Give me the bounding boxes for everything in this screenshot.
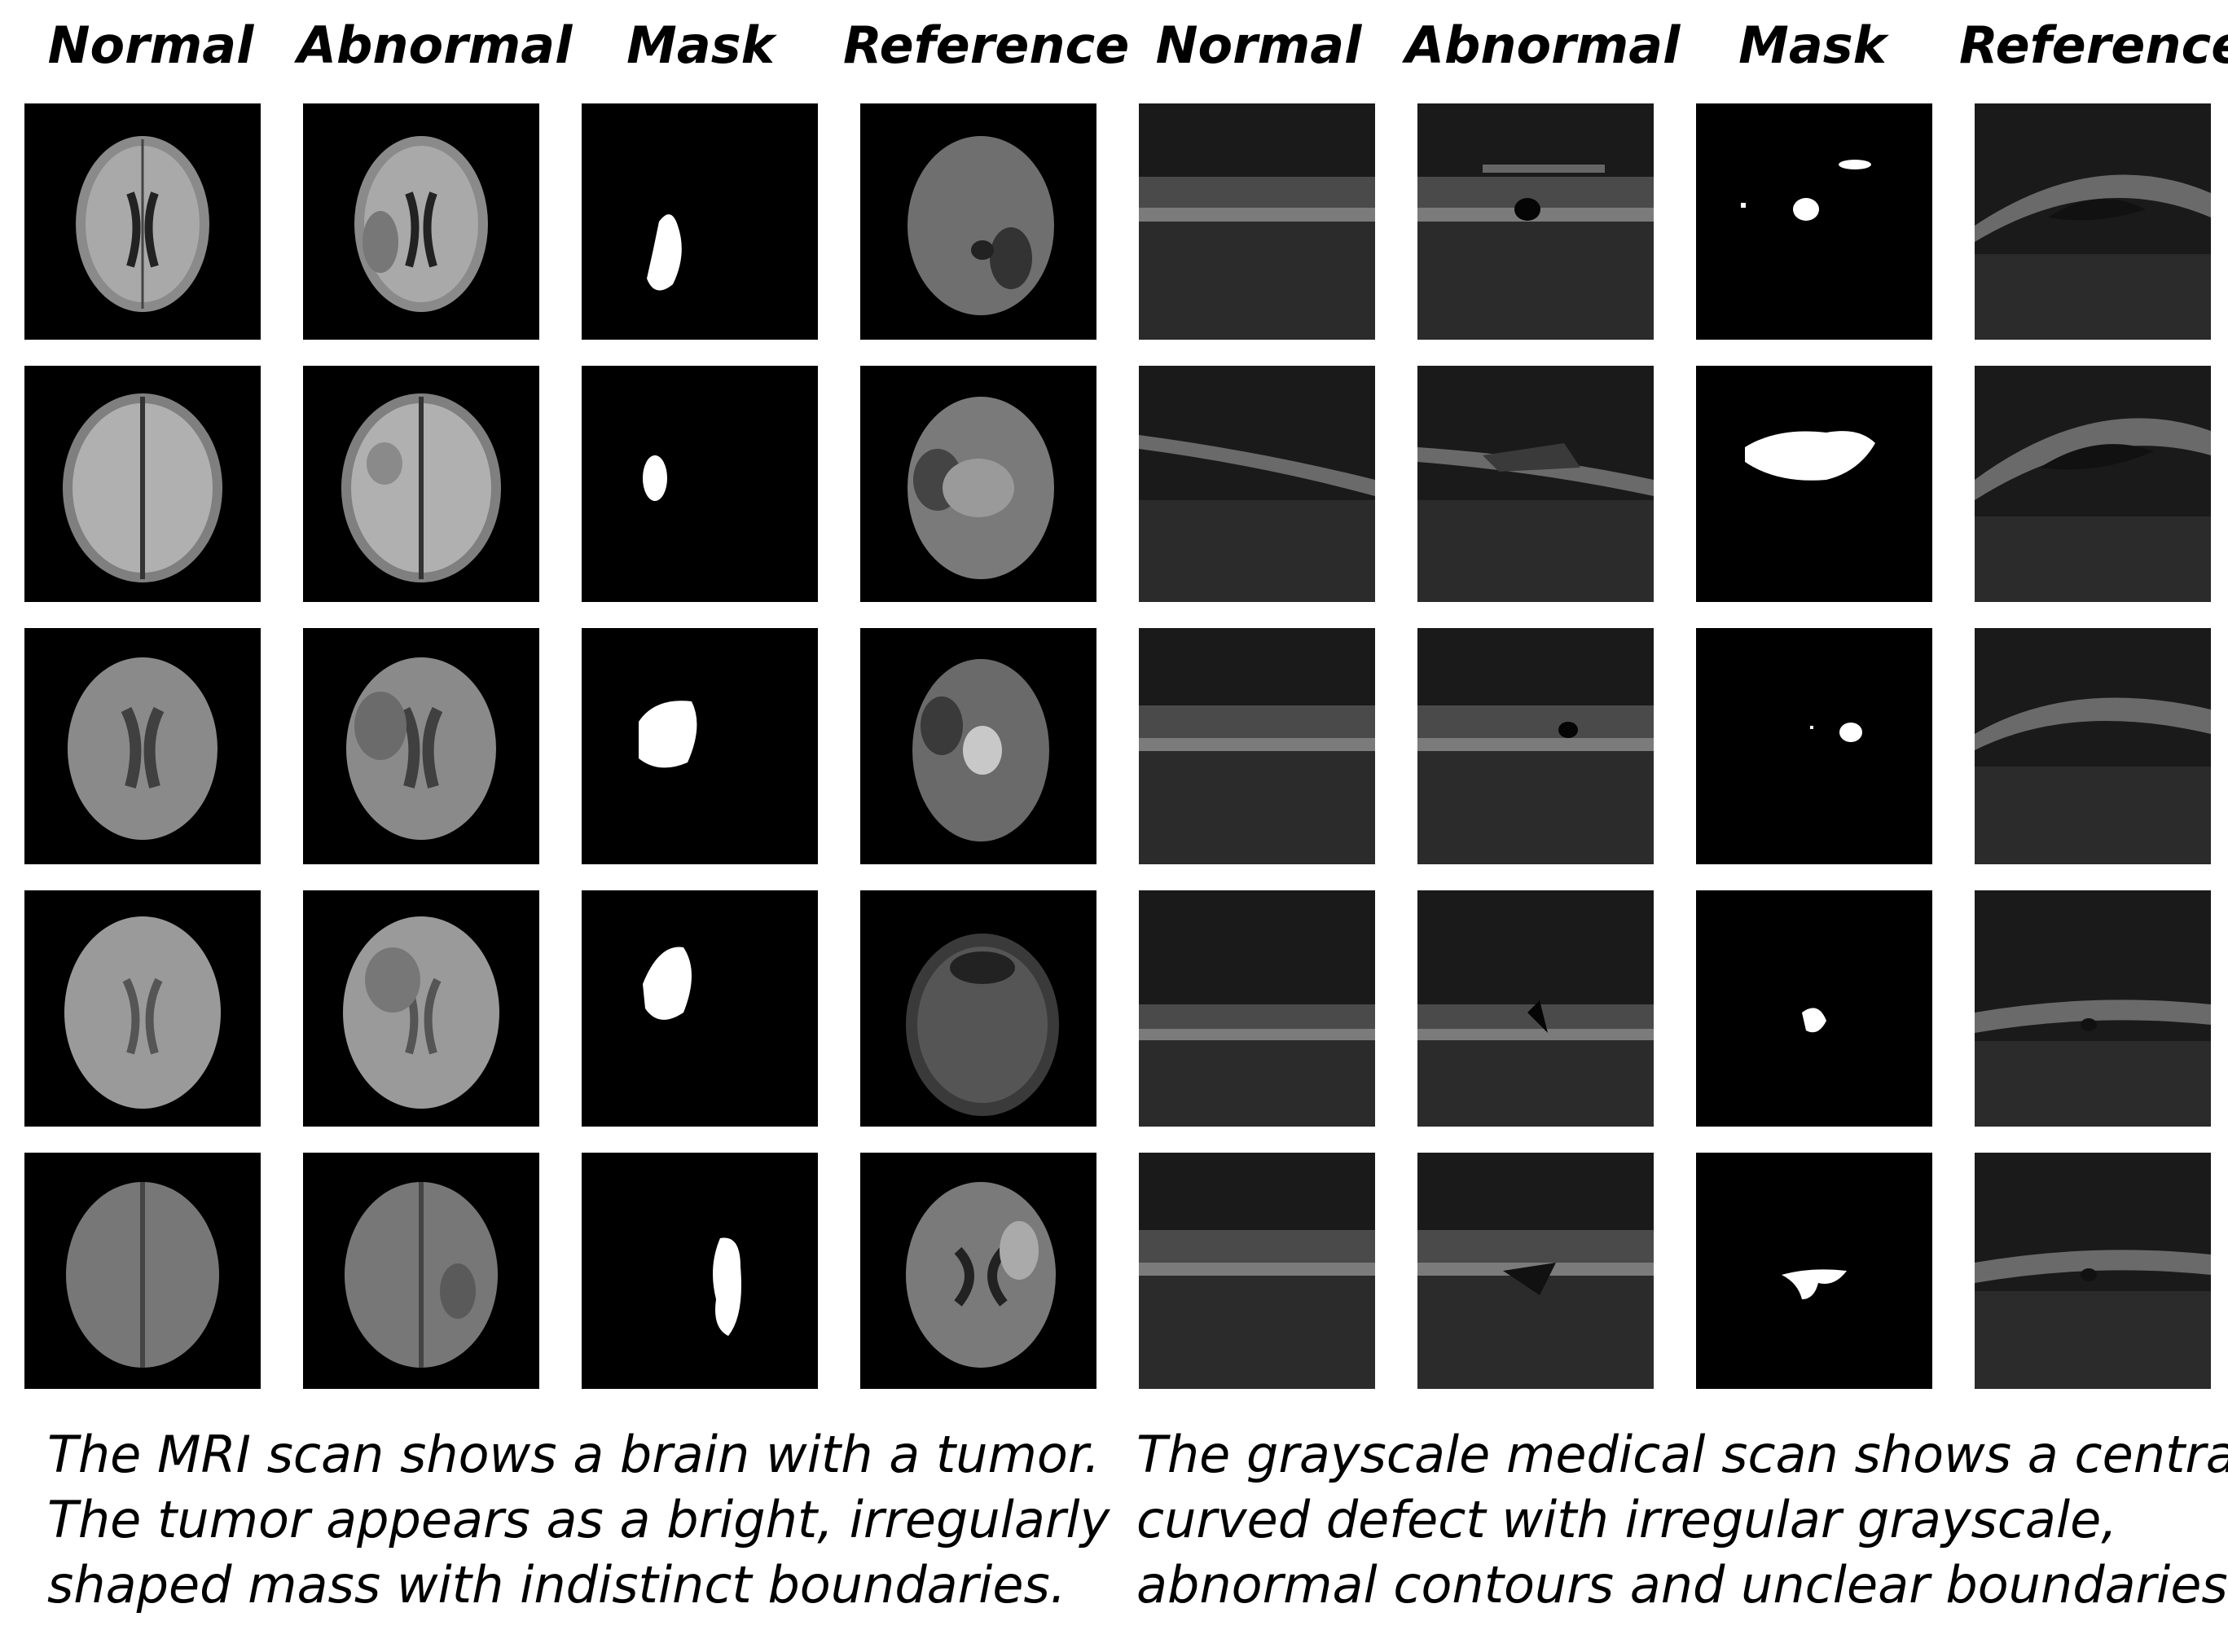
mri-reference-image [860, 103, 1096, 340]
oct-mask-image [1696, 890, 1932, 1127]
right-caption-line: abnormal contours and unclear boundaries… [1136, 1555, 2228, 1615]
mri-mask-image [582, 103, 818, 340]
mri-reference-image [860, 366, 1096, 602]
mri-mask-image [582, 1153, 818, 1389]
oct-mask-image [1696, 103, 1932, 340]
oct-reference-image [1975, 366, 2211, 602]
mri-normal-image [24, 890, 261, 1127]
mri-reference-image [860, 890, 1096, 1127]
mri-mask-image [582, 890, 818, 1127]
oct-normal-image [1139, 628, 1375, 864]
oct-reference-image [1975, 890, 2211, 1127]
mri-mask-image [582, 628, 818, 864]
mri-abnormal-image [303, 1153, 539, 1389]
header-normal-oct: Normal [1155, 15, 1362, 75]
right-caption: The grayscale medical scan shows a centr… [1136, 1422, 2228, 1618]
mri-reference-image [860, 1153, 1096, 1389]
oct-abnormal-image [1417, 1153, 1654, 1389]
oct-mask-image [1696, 628, 1932, 864]
oct-normal-image [1139, 1153, 1375, 1389]
oct-normal-image [1139, 890, 1375, 1127]
mri-abnormal-image [303, 103, 539, 340]
oct-reference-image [1975, 1153, 2211, 1389]
mri-normal-image [24, 628, 261, 864]
right-caption-line: The grayscale medical scan shows a centr… [1136, 1425, 2228, 1484]
header-reference-mri: Reference [843, 15, 1130, 75]
left-caption-line: The tumor appears as a bright, irregular… [47, 1490, 1110, 1549]
mri-abnormal-image [303, 628, 539, 864]
oct-normal-image [1139, 103, 1375, 340]
mri-reference-image [860, 628, 1096, 864]
oct-mask-image [1696, 366, 1932, 602]
header-reference-oct: Reference [1959, 15, 2228, 75]
mri-abnormal-image [303, 890, 539, 1127]
mri-abnormal-image [303, 366, 539, 602]
header-mask-mri: Mask [626, 15, 775, 75]
oct-abnormal-image [1417, 628, 1654, 864]
header-abnormal-oct: Abnormal [1405, 15, 1681, 75]
oct-reference-image [1975, 628, 2211, 864]
left-caption-line: shaped mass with indistinct boundaries. [47, 1555, 1066, 1615]
left-caption: The MRI scan shows a brain with a tumor.… [47, 1422, 1123, 1618]
mri-normal-image [24, 366, 261, 602]
header-normal-mri: Normal [47, 15, 254, 75]
oct-reference-image [1975, 103, 2211, 340]
header-mask-oct: Mask [1738, 15, 1887, 75]
mri-normal-image [24, 1153, 261, 1389]
right-caption-line: curved defect with irregular grayscale, [1136, 1490, 2118, 1549]
oct-mask-image [1696, 1153, 1932, 1389]
header-abnormal-mri: Abnormal [297, 15, 573, 75]
oct-abnormal-image [1417, 103, 1654, 340]
oct-abnormal-image [1417, 890, 1654, 1127]
oct-normal-image [1139, 366, 1375, 602]
mri-mask-image [582, 366, 818, 602]
oct-abnormal-image [1417, 366, 1654, 602]
mri-normal-image [24, 103, 261, 340]
left-caption-line: The MRI scan shows a brain with a tumor. [47, 1425, 1101, 1484]
